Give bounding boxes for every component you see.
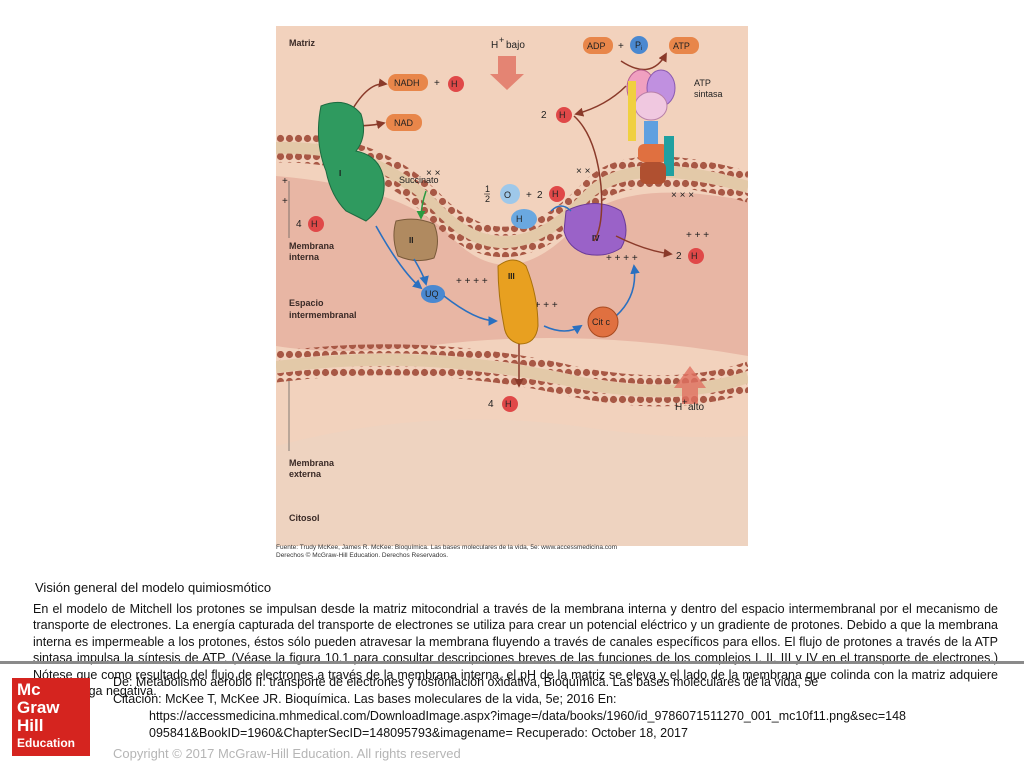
citation-from: De: Metabolismo aerobio II: transporte d… bbox=[113, 675, 819, 689]
complex-i-label: I bbox=[339, 169, 341, 178]
svg-text:+: + bbox=[499, 35, 504, 45]
h-low-label: bajo bbox=[506, 40, 525, 51]
svg-text:× × ×: × × × bbox=[671, 190, 694, 201]
proton-2-atp-synthase bbox=[556, 107, 572, 123]
cytosol-label: Citosol bbox=[289, 513, 320, 523]
svg-text:2: 2 bbox=[485, 194, 490, 204]
svg-text:ADP: ADP bbox=[587, 41, 606, 51]
ubiquinone bbox=[421, 285, 445, 303]
citation-block: De: Metabolismo aerobio II: transporte d… bbox=[113, 674, 906, 742]
svg-text:2: 2 bbox=[676, 251, 682, 262]
svg-text:+ + + +: + + + + bbox=[526, 300, 558, 311]
h-high-symbol: H bbox=[675, 402, 682, 413]
adp-pill bbox=[583, 37, 613, 54]
atp-synthase-label-1: ATP bbox=[694, 78, 711, 88]
svg-text:H: H bbox=[516, 214, 523, 224]
proton-4-complex-i bbox=[308, 216, 324, 232]
complex-i bbox=[317, 101, 385, 222]
svg-text:+: + bbox=[682, 397, 687, 407]
svg-text:+ + +: + + + bbox=[686, 230, 709, 241]
citation-ref: Citación: McKee T, McKee JR. Bioquímica.… bbox=[113, 692, 617, 706]
svg-text:× ×: × × bbox=[426, 168, 441, 179]
svg-text:+: + bbox=[618, 41, 624, 52]
citation-url-cont: 095841&BookID=1960&ChapterSecID=14809579… bbox=[149, 726, 688, 740]
proton-gradient-up-arrow bbox=[674, 366, 706, 404]
svg-text:H: H bbox=[311, 219, 318, 229]
caption-title: Visión general del modelo quimiosmótico bbox=[35, 580, 272, 595]
svg-text:+ + + +: + + + + bbox=[606, 253, 638, 264]
svg-text:4: 4 bbox=[488, 399, 494, 410]
copyright: Copyright © 2017 McGraw-Hill Education. … bbox=[113, 746, 461, 761]
complex-iii bbox=[497, 259, 539, 345]
outer-membrane-label-2: externa bbox=[289, 469, 322, 479]
svg-text:+: + bbox=[434, 78, 440, 89]
svg-text:H: H bbox=[691, 251, 698, 261]
proton-2-complex-iv bbox=[688, 248, 704, 264]
proton-4-complex-iii bbox=[502, 396, 518, 412]
chemiosmotic-figure: + + + + + + + + + + + + + + + + + + + + … bbox=[275, 26, 750, 562]
intermembrane-label-2: intermembranal bbox=[289, 310, 357, 320]
atp-pill bbox=[669, 37, 699, 54]
oxygen-molecule bbox=[500, 184, 520, 204]
water-molecule bbox=[511, 209, 537, 229]
inner-membrane-label-1: Membrana bbox=[289, 241, 335, 251]
svg-text:NAD: NAD bbox=[394, 118, 414, 128]
matrix-label: Matriz bbox=[289, 38, 316, 48]
svg-text:UQ: UQ bbox=[425, 289, 439, 299]
footer-divider bbox=[0, 661, 1024, 664]
atp-synthase bbox=[626, 69, 676, 184]
svg-text:+ + + +: + + + + bbox=[456, 276, 488, 287]
svg-text:ATP: ATP bbox=[673, 41, 690, 51]
proton-2-oxygen bbox=[549, 186, 565, 202]
proton-nadh bbox=[448, 76, 464, 92]
svg-text:H: H bbox=[552, 189, 559, 199]
svg-text:4: 4 bbox=[296, 219, 302, 230]
nadh-pill bbox=[388, 74, 428, 91]
svg-text:2: 2 bbox=[541, 110, 547, 121]
proton-gradient-down-arrow bbox=[490, 56, 524, 90]
svg-text:+: + bbox=[526, 190, 532, 201]
succinate-label: Succinato bbox=[399, 175, 439, 185]
svg-text:+: + bbox=[282, 176, 288, 187]
outer-membrane-label-1: Membrana bbox=[289, 458, 335, 468]
cytochrome-c bbox=[587, 306, 619, 338]
svg-text:× ×: × × bbox=[576, 166, 591, 177]
svg-text:P: P bbox=[635, 40, 641, 50]
svg-text:H: H bbox=[451, 79, 458, 89]
complex-ii-label: II bbox=[409, 236, 413, 245]
svg-text:H: H bbox=[505, 399, 512, 409]
svg-text:+: + bbox=[282, 196, 288, 207]
svg-text:i: i bbox=[641, 46, 642, 52]
h-high-label: alto bbox=[688, 402, 705, 413]
svg-text:1: 1 bbox=[485, 184, 490, 194]
svg-text:2: 2 bbox=[537, 190, 543, 201]
complex-iv bbox=[563, 203, 627, 256]
inner-membrane-label-2: interna bbox=[289, 252, 320, 262]
complex-iii-label: III bbox=[508, 272, 515, 281]
svg-text:Cit c: Cit c bbox=[592, 317, 611, 327]
h-low-symbol: H bbox=[491, 40, 498, 51]
svg-text:O: O bbox=[504, 190, 511, 200]
intermembrane-label-1: Espacio bbox=[289, 298, 324, 308]
svg-text:H: H bbox=[559, 110, 566, 120]
citation-url: https://accessmedicina.mhmedical.com/Dow… bbox=[149, 709, 906, 723]
complex-ii bbox=[393, 218, 438, 262]
atp-synthase-label-2: sintasa bbox=[694, 89, 723, 99]
phosphate bbox=[630, 36, 648, 54]
nad-pill bbox=[386, 114, 422, 131]
svg-text:NADH: NADH bbox=[394, 78, 420, 88]
mcgraw-hill-logo: Mc Graw Hill Education bbox=[12, 678, 90, 756]
figure-source: Fuente: Trudy McKee, James R. McKee: Bio… bbox=[276, 544, 618, 559]
